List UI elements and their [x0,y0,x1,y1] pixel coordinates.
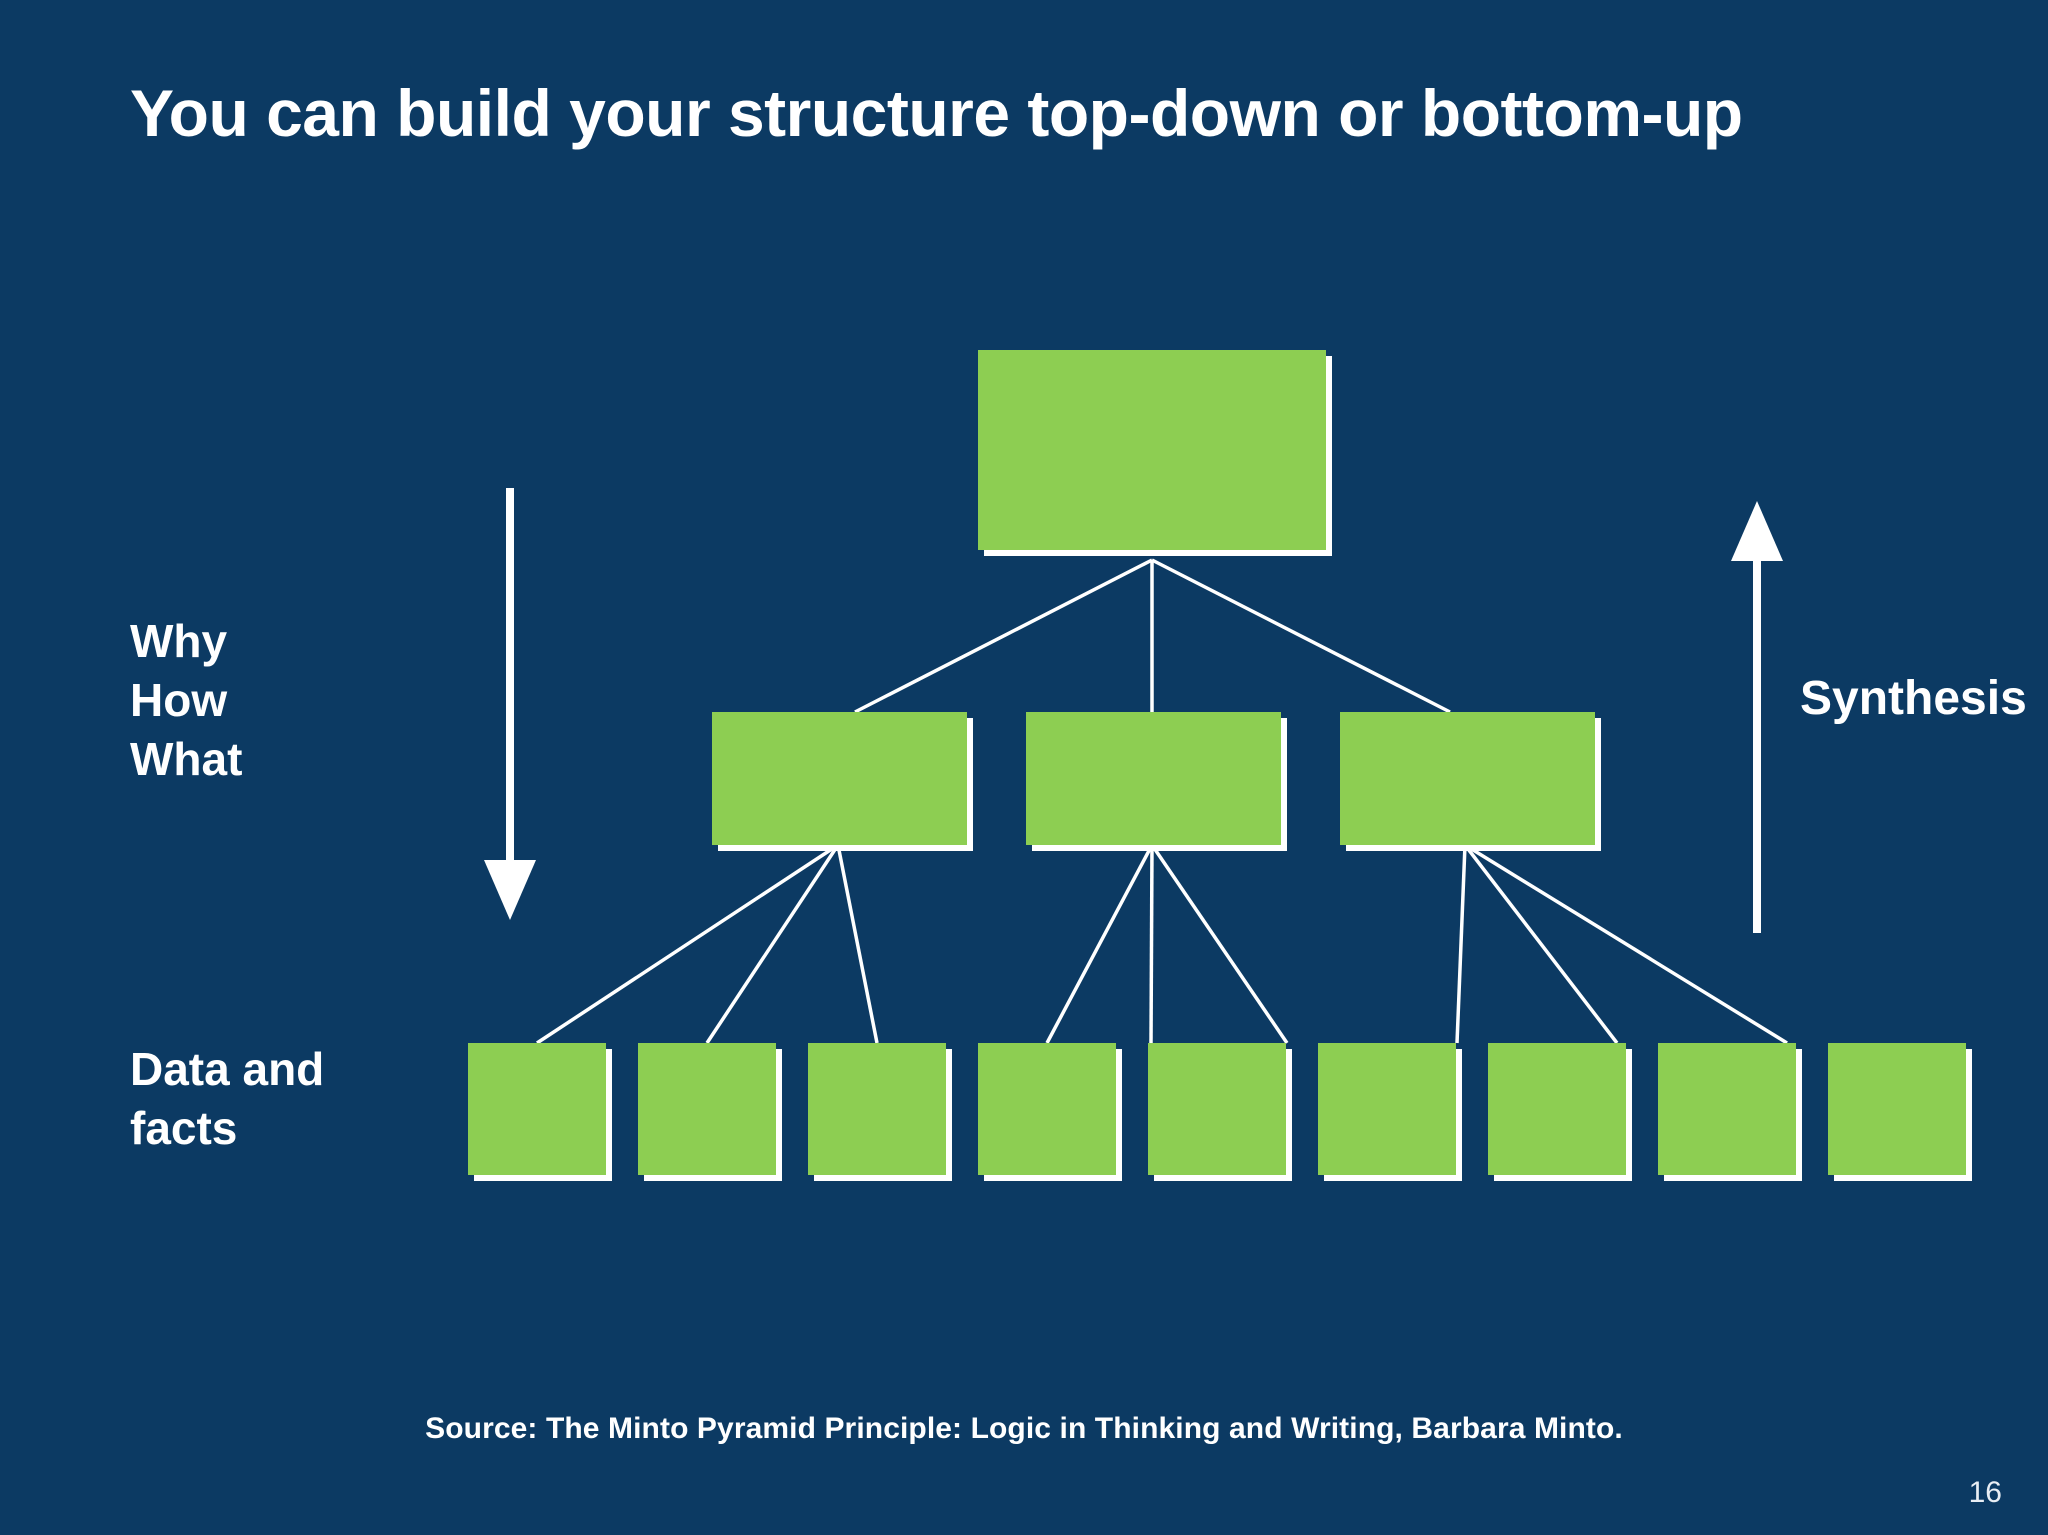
node-level3-2[interactable] [638,1043,776,1175]
node-level2-3[interactable] [1340,712,1595,845]
node-level3-1[interactable] [468,1043,606,1175]
node-level3-7[interactable] [1488,1043,1626,1175]
node-level3-8[interactable] [1658,1043,1796,1175]
node-level3-5[interactable] [1148,1043,1286,1175]
node-level3-9[interactable] [1828,1043,1966,1175]
node-level1-1[interactable] [978,350,1326,550]
node-level3-4[interactable] [978,1043,1116,1175]
up-arrow-icon [1731,501,1783,933]
label-data-and-facts: Data and facts [130,1043,325,1154]
node-level3-6[interactable] [1318,1043,1456,1175]
label-why-how-what: Why How What [130,615,243,785]
source-citation: Source: The Minto Pyramid Principle: Log… [425,1412,1623,1445]
down-arrow-icon [484,488,536,920]
node-level3-3[interactable] [808,1043,946,1175]
page-number: 16 [1968,1476,2002,1509]
page-title: You can build your structure top-down or… [130,76,1743,150]
node-level2-2[interactable] [1026,712,1281,845]
label-synthesis: Synthesis [1800,672,2027,725]
node-level2-1[interactable] [712,712,967,845]
